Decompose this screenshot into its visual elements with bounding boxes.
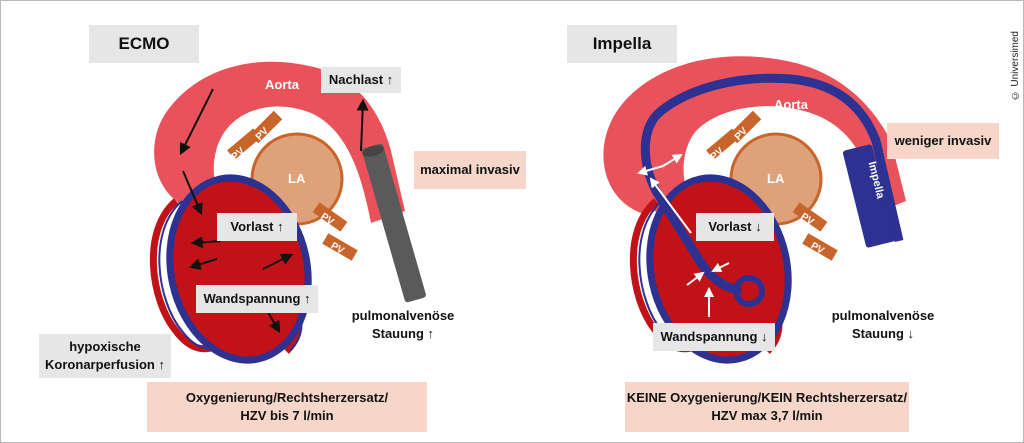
ecmo-aorta	[154, 61, 405, 223]
ecmo-koronar-label: hypoxische Koronarperfusion ↑	[39, 334, 171, 378]
impella-pulmonary-veins	[706, 110, 838, 261]
impella-stauung-line2: Stauung ↓	[851, 326, 915, 341]
ecmo-la-label: LA	[288, 171, 306, 186]
ecmo-stauung-line2: Stauung ↑	[371, 326, 435, 341]
impella-catheter	[640, 73, 904, 294]
ecmo-nachlast-label: Nachlast ↑	[321, 67, 401, 93]
impella-pump	[842, 144, 896, 248]
ecmo-vorlast-label: Vorlast ↑	[217, 213, 297, 241]
copyright-notice: © Universimed	[1010, 31, 1021, 101]
ecmo-summary-line2: HZV bis 7 l/min	[240, 408, 334, 423]
impella-stauung-label: pulmonalvenöse Stauung ↓	[827, 303, 939, 347]
impella-summary-line1: KEINE Oxygenierung/KEIN Rechtsherzersatz…	[626, 390, 908, 406]
impella-vorlast-label: Vorlast ↓	[696, 213, 774, 241]
ecmo-summary-line1: Oxygenierung/Rechtsherzersatz/	[185, 390, 389, 406]
impella-title: Impella	[567, 25, 677, 63]
impella-summary-box: KEINE Oxygenierung/KEIN Rechtsherzersatz…	[625, 382, 909, 432]
ecmo-cannula	[362, 143, 426, 303]
impella-aorta-label: Aorta	[774, 97, 809, 112]
ecmo-title: ECMO	[89, 25, 199, 63]
impella-invasiveness-label: weniger invasiv	[887, 123, 999, 159]
impella-la-label: LA	[767, 171, 785, 186]
ecmo-koronar-line1: hypoxische	[69, 339, 141, 355]
ecmo-wandspannung-label: Wandspannung ↑	[196, 285, 318, 313]
impella-flow-arrows	[637, 153, 730, 317]
ecmo-koronar-line2: Koronarperfusion ↑	[45, 357, 165, 372]
ecmo-invasiveness-label: maximal invasiv	[414, 151, 526, 189]
impella-stauung-line1: pulmonalvenöse	[831, 308, 935, 324]
ecmo-coronary-vessel	[149, 198, 218, 353]
impella-wandspannung-label: Wandspannung ↓	[653, 323, 775, 351]
ecmo-stauung-line1: pulmonalvenöse	[351, 308, 455, 324]
ecmo-summary-box: Oxygenierung/Rechtsherzersatz/ HZV bis 7…	[147, 382, 427, 432]
impella-summary-line2: HZV max 3,7 l/min	[711, 408, 823, 423]
ecmo-pulmonary-veins	[227, 110, 358, 261]
ecmo-stauung-label: pulmonalvenöse Stauung ↑	[347, 303, 459, 347]
ecmo-aorta-label: Aorta	[265, 77, 300, 92]
